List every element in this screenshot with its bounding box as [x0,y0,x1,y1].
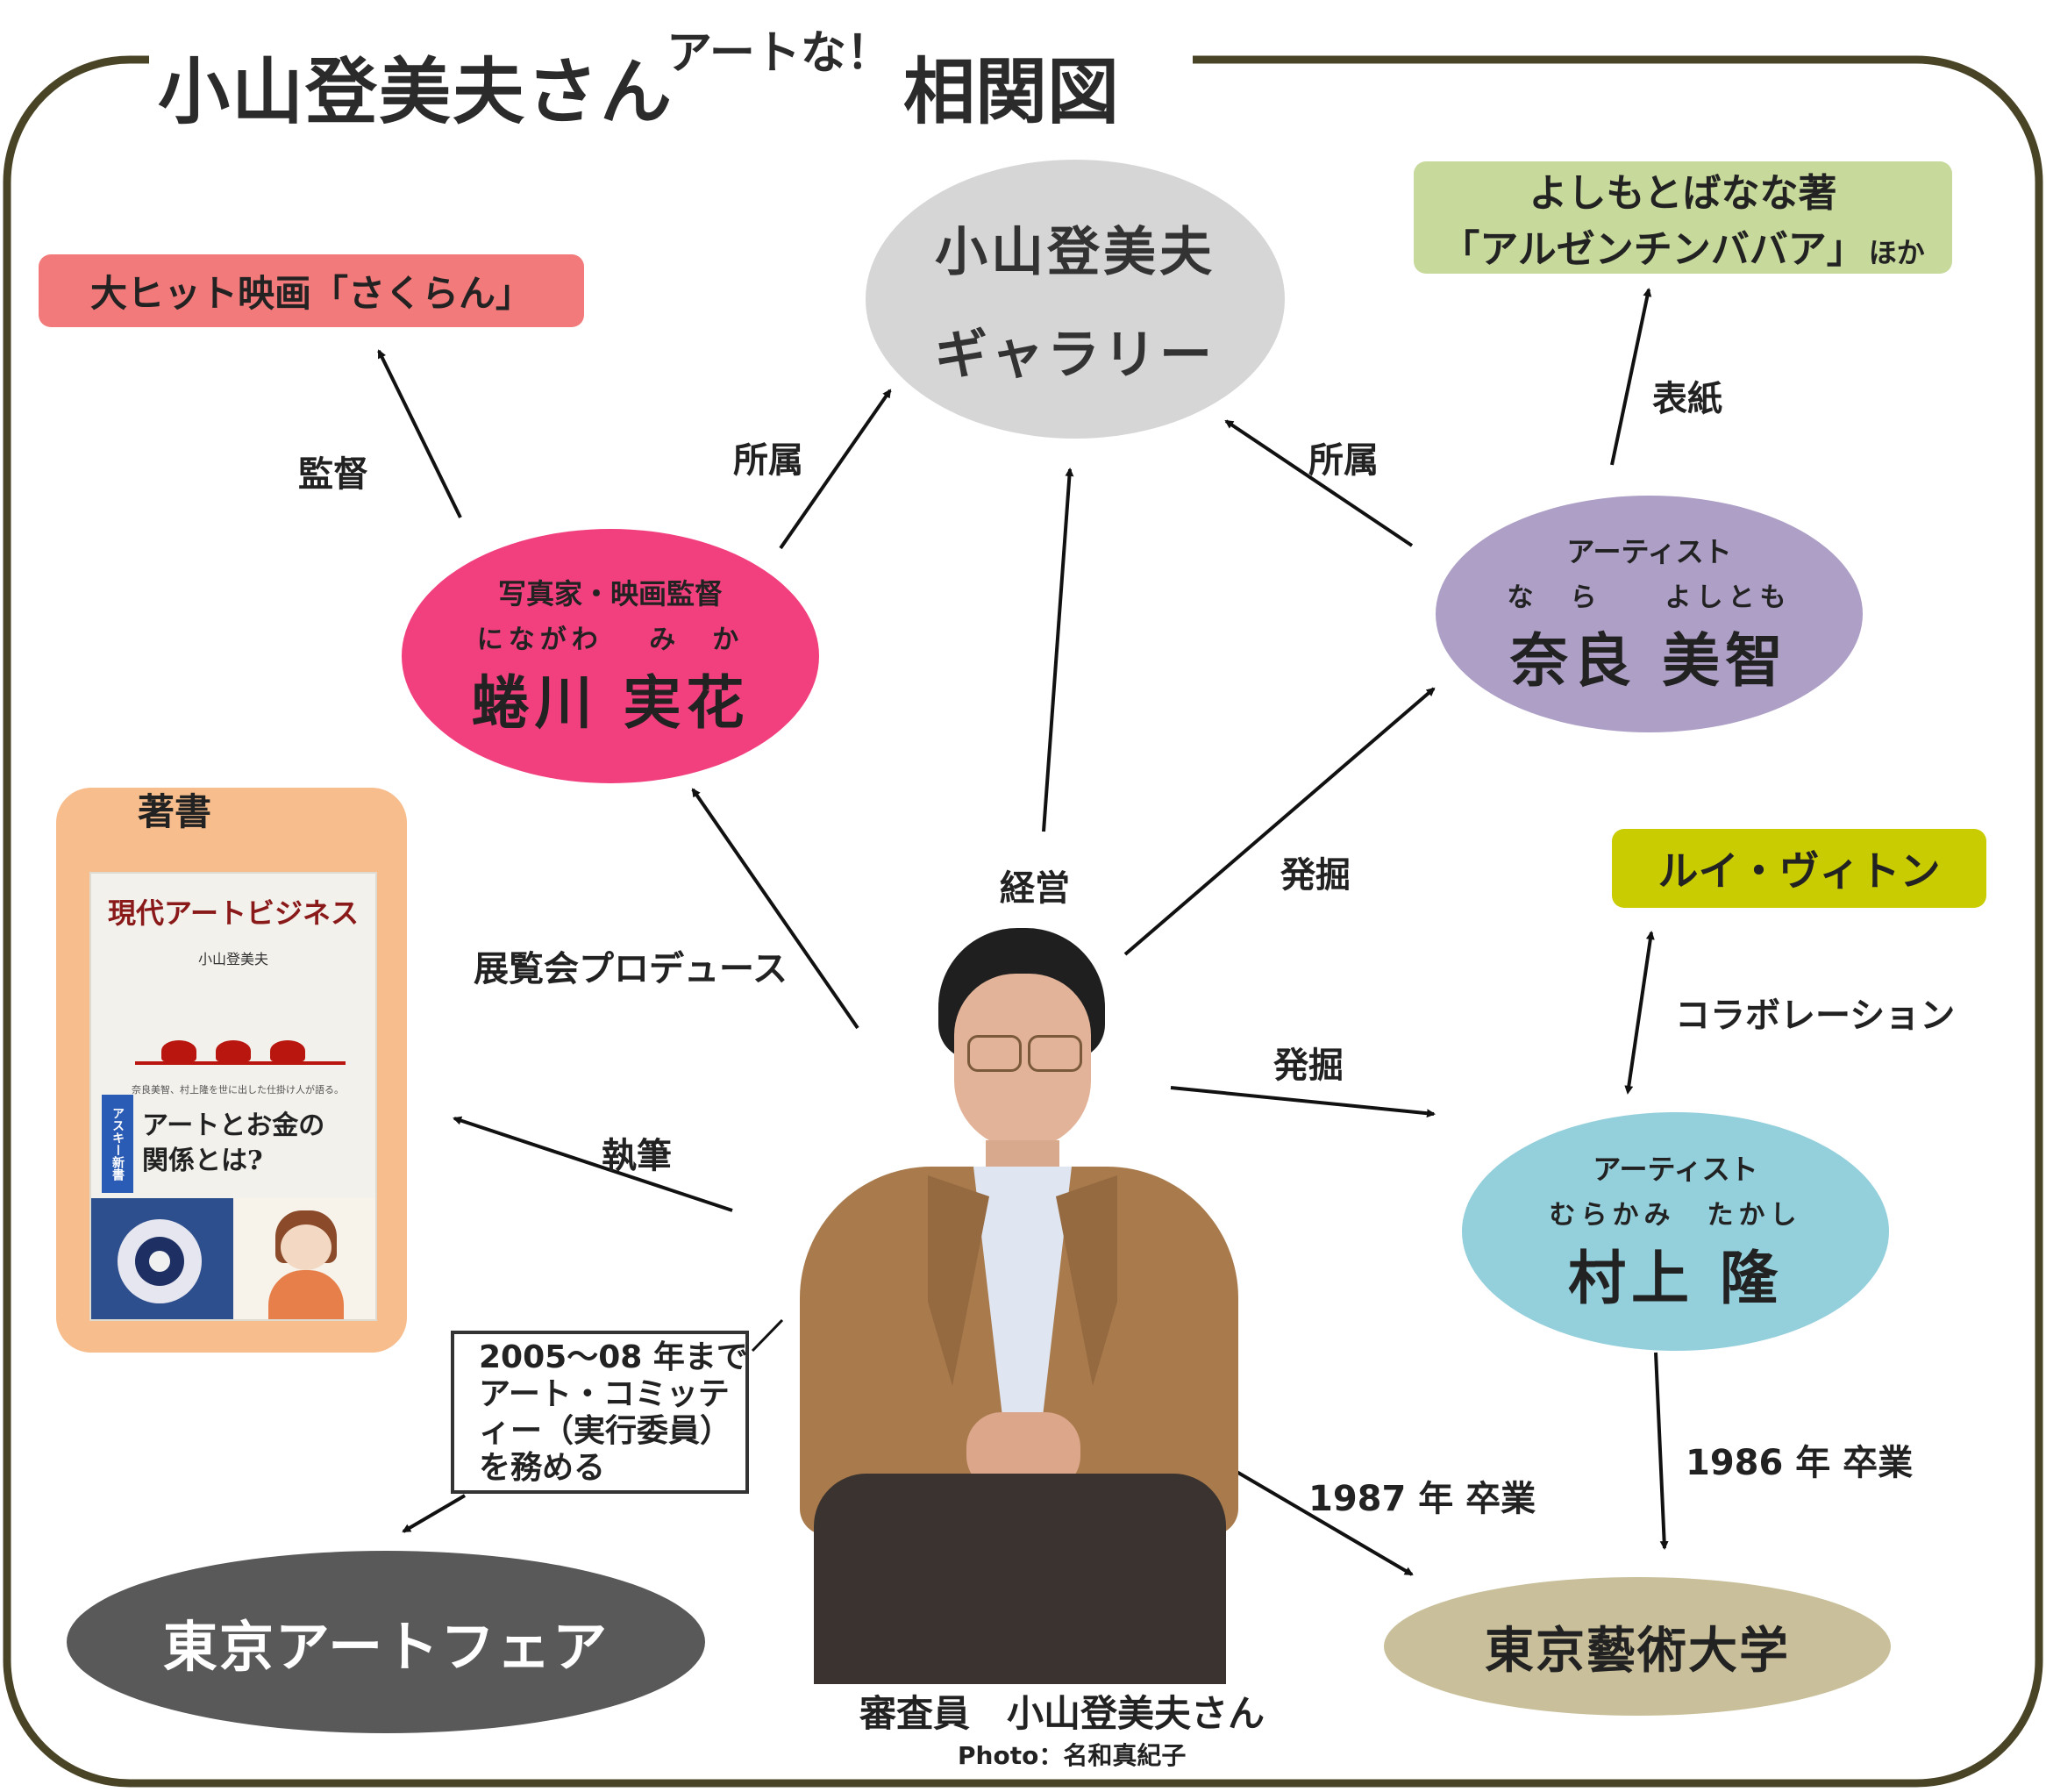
ninagawa-role: 写真家・映画監督 [497,577,723,610]
book-cover-series: アスキー新書 [102,1095,133,1193]
arrow-nara-to-gallery [1224,419,1414,547]
arrow-koyama-to-murakami [1170,1086,1436,1118]
connector-committee-to-koyama [751,1318,784,1353]
ninagawa-name: 蜷川 実花 [471,669,750,737]
arrow-ninagawa-to-gallery [779,389,892,550]
arrow-koyama-to-ninagawa [691,788,859,1030]
murakami-ruby: むらかみ たかし [1549,1200,1802,1231]
book-cover-artwork-right [233,1198,375,1319]
nara-name: 奈良 美智 [1510,627,1788,695]
book-cover-author: 小山登美夫 [197,951,268,967]
node-geidai: 東京藝術大学 [1384,1577,1891,1716]
geidai-label: 東京藝術大学 [1485,1622,1790,1680]
murakami-role: アーティスト [1593,1153,1758,1186]
book-cover-title: 現代アートビジネス [107,896,360,930]
edge-label-nara-belongs: 所属 [1308,440,1379,481]
committee-line3: ィー（実行委員） [479,1413,732,1449]
edge-label-collab: コラボレーション [1675,996,1956,1036]
committee-line4: を務める [479,1450,606,1486]
page-title: 小山登美夫さん [158,51,674,134]
nara-role: アーティスト [1566,535,1732,568]
book-cover: 現代アートビジネス 小山登美夫 奈良美智、村上隆を世に出した仕掛け人が語る。 ア… [89,872,377,1321]
node-sakuran: 大ヒット映画「さくらん」 [39,254,584,327]
artfair-label: 東京アートフェア [162,1615,610,1679]
murakami-name: 村上 隆 [1568,1245,1783,1312]
node-vuitton: ルイ・ヴィトン [1612,829,1986,908]
book-cover-ornament-1 [161,1040,196,1061]
photo-credit: Photo：名和真紀子 [958,1741,1187,1770]
arrow-koyama-to-nara [1123,687,1436,956]
node-artfair: 東京アートフェア [67,1551,705,1733]
arrow-koyama-to-geidai [1226,1465,1414,1576]
committee-line1: 2005〜08 年まで [479,1339,748,1375]
edge-label-grad-1986: 1986 年 卒業 [1686,1443,1914,1483]
book-cover-ornament-3 [270,1040,305,1061]
gallery-line1: 小山登美夫 [935,222,1215,283]
node-ninagawa: 写真家・映画監督 にながわ み か 蜷川 実花 [402,529,819,783]
arrow-nara-to-yoshimoto [1610,288,1652,466]
arrow-koyama-to-gallery [1042,468,1074,832]
nara-ruby: な ら よしとも [1507,582,1792,613]
edge-label-director: 監督 [298,454,368,495]
edge-label-grad-1987: 1987 年 卒業 [1308,1479,1536,1519]
vuitton-label: ルイ・ヴィトン [1657,847,1941,895]
sakuran-label: 大ヒット映画「さくらん」 [89,272,532,315]
page-title-superscript: アートな！ [667,27,892,80]
arrow-murakami-vuitton [1624,931,1655,1095]
arrow-group [377,288,1669,1576]
arrow-koyama-to-book [453,1116,733,1212]
node-nara: アーティスト な ら よしとも 奈良 美智 [1436,496,1863,732]
edge-label-produce: 展覧会プロデュース [474,949,788,989]
page-title-end: 相関図 [903,51,1120,134]
book-cover-catch1: アートとお金の [142,1110,325,1141]
arrow-committee-to-artfair [402,1494,467,1533]
book-cover-ornament-2 [216,1040,251,1061]
arrow-murakami-to-geidai [1654,1352,1669,1550]
edge-label-manage: 経営 [1000,868,1070,909]
book-cover-artwork-left [91,1198,233,1319]
koyama-caption: 審査員 小山登美夫さん [859,1692,1265,1735]
node-yoshimoto: よしもとばなな著 「アルゼンチンババア」ほか [1414,161,1952,274]
ninagawa-ruby: にながわ み か [476,625,745,655]
node-gallery: 小山登美夫 ギャラリー [866,160,1285,439]
edge-label-discover-murakami: 発掘 [1273,1046,1344,1086]
edge-label-write: 執筆 [602,1136,672,1176]
committee-line2: アート・コミッテ [479,1376,730,1412]
edge-label-ninagawa-belongs: 所属 [733,440,803,481]
edge-label-cover: 表紙 [1652,379,1722,419]
book-cover-blurb: 奈良美智、村上隆を世に出した仕掛け人が語る。 [132,1084,344,1096]
book-heading: 著書 [137,790,211,833]
edge-label-discover-nara: 発掘 [1280,855,1351,896]
node-book: 著書 現代アートビジネス 小山登美夫 奈良美智、村上隆を世に出した仕掛け人が語る… [56,788,407,1353]
gallery-line2: ギャラリー [935,325,1215,386]
yoshimoto-suffix: ほか [1868,236,1925,269]
arrow-ninagawa-to-sakuran [377,349,462,518]
node-committee: 2005〜08 年まで アート・コミッテ ィー（実行委員） を務める [451,1331,749,1494]
book-cover-catch2: 関係とは? [142,1146,263,1176]
yoshimoto-line1: よしもとばなな著 [1529,171,1837,216]
koyama-photo [779,912,1259,1684]
node-murakami: アーティスト むらかみ たかし 村上 隆 [1462,1112,1889,1351]
title-background [149,26,1193,123]
book-cover-ornament-bar [135,1061,346,1065]
yoshimoto-line2: 「アルゼンチンババア」 [1441,227,1865,272]
